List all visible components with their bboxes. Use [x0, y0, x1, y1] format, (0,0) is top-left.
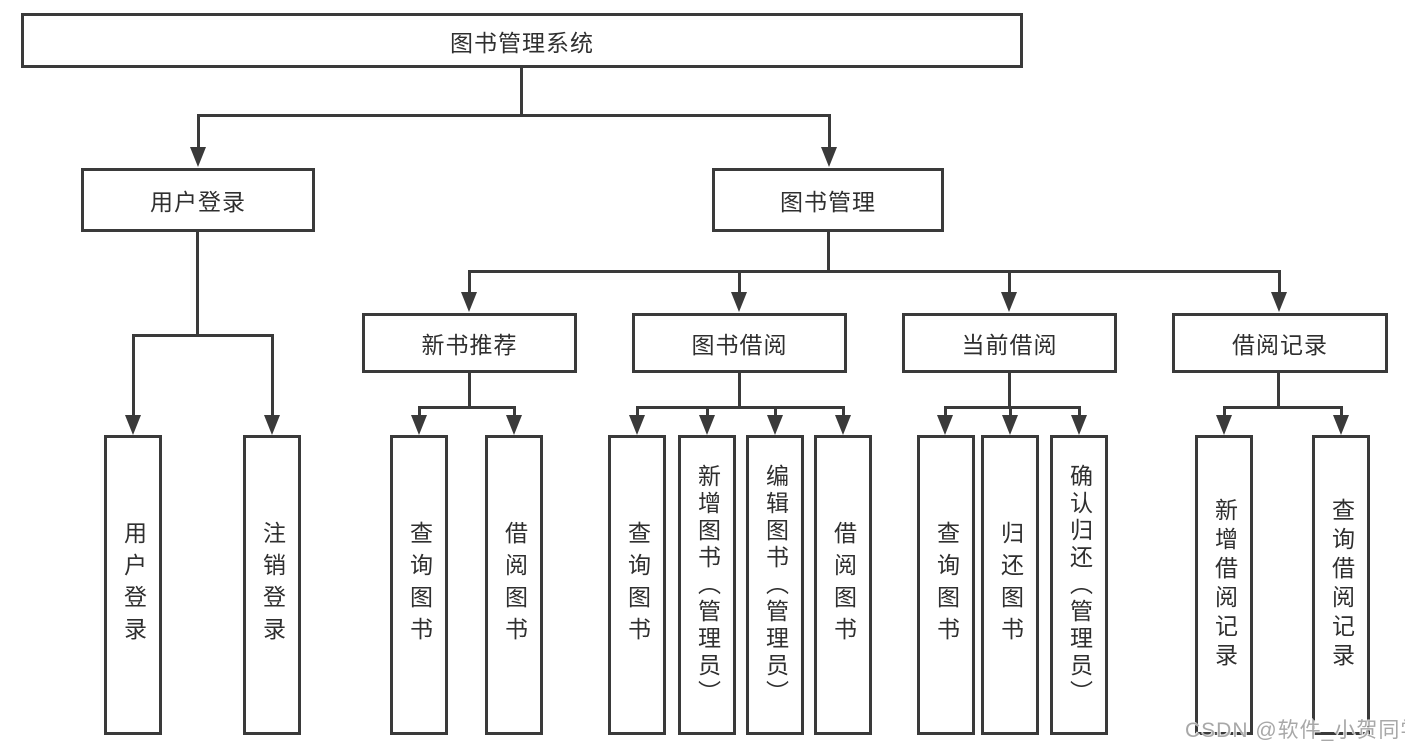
leaf-br-add-record: 新增借阅记录 [1195, 435, 1253, 735]
node-current-borrow: 当前借阅 [902, 313, 1117, 373]
leaf-logout: 注销登录 [243, 435, 301, 735]
leaf-br-query-record: 查询借阅记录 [1312, 435, 1370, 735]
connector-line [828, 114, 831, 150]
leaf-user-login-label: 用户登录 [120, 521, 147, 649]
connector-line [520, 68, 523, 116]
arrow-down-icon [629, 415, 645, 435]
leaf-bb-edit-book: 编辑图书（管理员） [746, 435, 804, 735]
connector-line [468, 270, 471, 295]
leaf-cb-return-book: 归还图书 [981, 435, 1039, 735]
node-book-management-label: 图书管理 [780, 189, 876, 215]
arrow-down-icon [461, 292, 477, 312]
connector-line [706, 406, 709, 420]
leaf-bb-edit-book-label: 编辑图书（管理员） [762, 463, 789, 707]
connector-line [1223, 406, 1226, 420]
connector-line [636, 406, 844, 409]
connector-line [197, 114, 200, 150]
arrow-down-icon [835, 415, 851, 435]
connector-line [132, 334, 274, 337]
leaf-logout-label: 注销登录 [259, 521, 286, 649]
node-book-management: 图书管理 [712, 168, 944, 232]
arrow-down-icon [767, 415, 783, 435]
arrow-down-icon [937, 415, 953, 435]
connector-line [738, 270, 741, 295]
arrow-down-icon [190, 147, 206, 167]
leaf-rec-query-book: 查询图书 [390, 435, 448, 735]
connector-line [1223, 406, 1343, 409]
leaf-bb-query-book: 查询图书 [608, 435, 666, 735]
connector-line [468, 270, 1281, 273]
connector-line [774, 406, 777, 420]
node-user-login-label: 用户登录 [150, 189, 246, 215]
node-current-borrow-label: 当前借阅 [961, 332, 1058, 358]
leaf-rec-borrow-book-label: 借阅图书 [501, 521, 528, 649]
leaf-bb-borrow-book: 借阅图书 [814, 435, 872, 735]
connector-line [1078, 406, 1081, 420]
connector-line [636, 406, 639, 420]
connector-line [827, 232, 830, 272]
connector-line [1008, 373, 1011, 408]
arrow-down-icon [1071, 415, 1087, 435]
connector-line [418, 406, 421, 420]
leaf-cb-confirm-return-label: 确认归还（管理员） [1066, 463, 1093, 707]
leaf-br-add-record-label: 新增借阅记录 [1211, 498, 1238, 672]
node-new-book-recommend: 新书推荐 [362, 313, 577, 373]
connector-line [197, 114, 831, 117]
connector-line [418, 406, 516, 409]
node-new-book-recommend-label: 新书推荐 [421, 332, 518, 358]
connector-line [468, 373, 471, 408]
connector-line [738, 373, 741, 408]
leaf-cb-query-book: 查询图书 [917, 435, 975, 735]
connector-line [1277, 373, 1280, 408]
connector-line [1008, 270, 1011, 295]
arrow-down-icon [125, 415, 141, 435]
arrow-down-icon [1001, 292, 1017, 312]
node-borrow-record-label: 借阅记录 [1232, 332, 1328, 358]
arrow-down-icon [1216, 415, 1232, 435]
leaf-cb-return-book-label: 归还图书 [997, 521, 1024, 649]
connector-line [1278, 270, 1281, 295]
arrow-down-icon [1333, 415, 1349, 435]
connector-line [132, 334, 135, 418]
node-borrow-record: 借阅记录 [1172, 313, 1388, 373]
node-book-borrow-label: 图书借阅 [691, 332, 788, 358]
leaf-bb-add-book: 新增图书（管理员） [678, 435, 736, 735]
arrow-down-icon [264, 415, 280, 435]
csdn-watermark: CSDN @软件_小贺同学 [1185, 719, 1405, 742]
arrow-down-icon [699, 415, 715, 435]
connector-line [842, 406, 845, 420]
leaf-br-query-record-label: 查询借阅记录 [1328, 498, 1355, 672]
connector-line [1340, 406, 1343, 420]
connector-line [1009, 406, 1012, 420]
arrow-down-icon [1002, 415, 1018, 435]
leaf-rec-query-book-label: 查询图书 [406, 521, 433, 649]
connector-line [196, 232, 199, 336]
connector-line [271, 334, 274, 418]
arrow-down-icon [821, 147, 837, 167]
node-root: 图书管理系统 [21, 13, 1023, 68]
node-user-login: 用户登录 [81, 168, 315, 232]
leaf-bb-query-book-label: 查询图书 [624, 521, 651, 649]
leaf-rec-borrow-book: 借阅图书 [485, 435, 543, 735]
connector-line [513, 406, 516, 420]
leaf-cb-query-book-label: 查询图书 [933, 521, 960, 649]
arrow-down-icon [506, 415, 522, 435]
connector-line [944, 406, 1081, 409]
arrow-down-icon [731, 292, 747, 312]
connector-line [944, 406, 947, 420]
arrow-down-icon [411, 415, 427, 435]
node-root-label: 图书管理系统 [450, 29, 594, 56]
leaf-user-login: 用户登录 [104, 435, 162, 735]
arrow-down-icon [1271, 292, 1287, 312]
node-book-borrow: 图书借阅 [632, 313, 847, 373]
leaf-cb-confirm-return: 确认归还（管理员） [1050, 435, 1108, 735]
leaf-bb-borrow-book-label: 借阅图书 [830, 521, 857, 649]
leaf-bb-add-book-label: 新增图书（管理员） [694, 463, 721, 707]
